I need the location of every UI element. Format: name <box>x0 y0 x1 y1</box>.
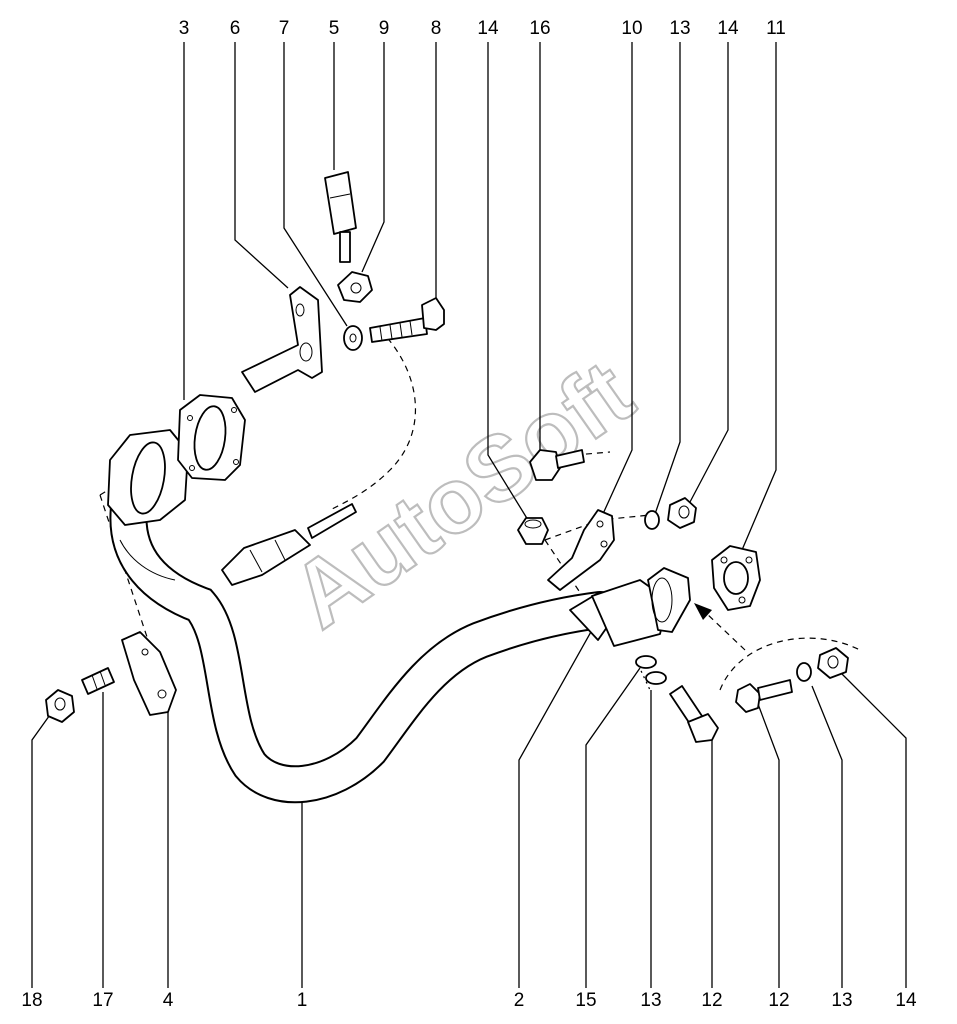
label-8: 8 <box>431 18 442 39</box>
part-14-nut-upper <box>517 517 549 545</box>
part-10-bracket <box>547 509 615 591</box>
oxygen-sensor <box>221 503 357 586</box>
top-labels: 3 6 7 5 9 8 14 16 10 13 14 11 <box>179 18 786 39</box>
part-9-clip <box>337 271 373 303</box>
label-6: 6 <box>230 18 241 39</box>
part-2-clamp <box>569 567 691 647</box>
label-12-bottom-right: 12 <box>768 990 789 1011</box>
label-13-bottom-right: 13 <box>831 990 852 1011</box>
label-13-bottom-left: 13 <box>640 990 661 1011</box>
part-18-nut <box>45 689 75 723</box>
label-17: 17 <box>92 990 113 1011</box>
label-9: 9 <box>379 18 390 39</box>
part-1-exhaust-pipe <box>109 481 619 804</box>
label-2: 2 <box>514 990 525 1011</box>
arrow-head-icon <box>694 603 712 620</box>
label-3: 3 <box>179 18 190 39</box>
part-14-nut-right <box>817 647 849 679</box>
part-7-washer <box>343 325 363 351</box>
part-16-bolt <box>529 449 585 481</box>
part-12-bolt-right <box>735 679 793 713</box>
label-16: 16 <box>529 18 550 39</box>
label-10: 10 <box>621 18 642 39</box>
label-11: 11 <box>766 18 786 39</box>
part-13-washer-upper <box>644 510 660 530</box>
label-5: 5 <box>329 18 340 39</box>
bottom-labels: 18 17 4 1 2 15 13 12 12 13 14 <box>21 990 917 1011</box>
part-13-washer-lower <box>645 671 667 685</box>
part-13-washer-right <box>796 662 812 682</box>
label-13-top: 13 <box>669 18 690 39</box>
part-14-nut-top-right <box>667 497 697 529</box>
label-7: 7 <box>279 18 290 39</box>
part-11-gasket <box>711 545 761 611</box>
part-4-bracket <box>121 631 177 716</box>
pipe-inlet-flange <box>107 429 189 526</box>
label-14-top-left: 14 <box>477 18 499 39</box>
label-4: 4 <box>163 990 174 1011</box>
part-6-bracket <box>241 286 323 393</box>
part-15-washer <box>635 655 657 669</box>
leader-lines <box>31 42 907 988</box>
label-18: 18 <box>21 990 42 1011</box>
part-8-bolt <box>369 297 445 343</box>
part-17-stud <box>81 667 115 695</box>
label-12-bottom-left: 12 <box>701 990 722 1011</box>
part-12-bolt-lower <box>669 685 719 743</box>
label-14-bottom: 14 <box>895 990 917 1011</box>
part-5-connector <box>324 171 357 263</box>
label-15: 15 <box>575 990 596 1011</box>
part-3-gasket <box>177 394 246 481</box>
label-1: 1 <box>297 990 308 1011</box>
label-14-top-right: 14 <box>717 18 739 39</box>
